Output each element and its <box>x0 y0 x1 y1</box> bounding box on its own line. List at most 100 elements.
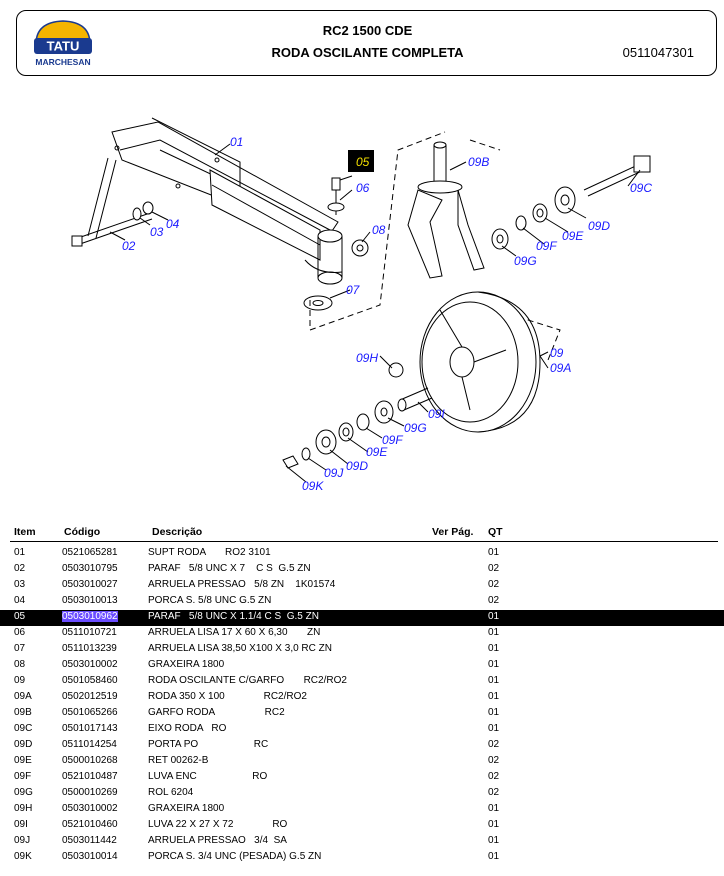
row-description: LUVA ENC RO <box>148 771 268 782</box>
row-qt: 02 <box>488 771 500 782</box>
col-desc-header: Descrição <box>152 526 203 538</box>
row-code: 0503010014 <box>62 851 118 862</box>
row-code: 0521065281 <box>62 547 118 558</box>
svg-text:MARCHESAN: MARCHESAN <box>35 57 90 67</box>
row-code: 0503010002 <box>62 659 118 670</box>
row-description: RODA OSCILANTE C/GARFO RC2/RO2 <box>148 675 347 686</box>
row-item: 09H <box>14 803 33 814</box>
row-description: GRAXEIRA 1800 <box>148 803 225 814</box>
row-qt: 02 <box>488 755 500 766</box>
row-item: 03 <box>14 579 26 590</box>
svg-text:02: 02 <box>122 239 136 253</box>
row-code: 0503011442 <box>62 835 117 846</box>
row-code: 0503010795 <box>62 563 118 574</box>
row-item: 07 <box>14 643 26 654</box>
row-code: 0503010013 <box>62 595 118 606</box>
row-description: ARRUELA PRESSAO 5/8 ZN 1K01574 <box>148 579 336 590</box>
row-qt: 01 <box>488 611 500 622</box>
row-code: 0511014254 <box>62 739 117 750</box>
row-qt: 01 <box>488 835 500 846</box>
row-description: GRAXEIRA 1800 <box>148 659 225 670</box>
row-description: SUPT RODA RO2 3101 <box>148 547 271 558</box>
row-code: 0511013239 <box>62 643 117 654</box>
table-row[interactable]: 09A 0502012519 RODA 350 X 100 RC2/RO2 01 <box>0 690 724 706</box>
row-item: 09E <box>14 755 32 766</box>
table-row[interactable]: 03 0503010027 ARRUELA PRESSAO 5/8 ZN 1K015… <box>0 578 724 594</box>
svg-text:09E: 09E <box>366 445 388 459</box>
svg-text:09K: 09K <box>302 479 324 493</box>
row-qt: 02 <box>488 787 500 798</box>
row-qt: 01 <box>488 547 500 558</box>
svg-text:09: 09 <box>550 346 564 360</box>
row-item: 08 <box>14 659 26 670</box>
svg-text:07: 07 <box>346 283 361 297</box>
row-code: 0521010487 <box>62 771 118 782</box>
row-item: 09J <box>14 835 31 846</box>
row-item: 04 <box>14 595 26 606</box>
svg-text:09F: 09F <box>382 433 403 447</box>
row-code: 0503010002 <box>62 803 118 814</box>
row-description: RODA 350 X 100 RC2/RO2 <box>148 691 307 702</box>
svg-text:09F: 09F <box>536 239 557 253</box>
doc-title: RC2 1500 CDE <box>322 23 413 38</box>
row-description: ARRUELA LISA 38,50 X100 X 3,0 RC ZN <box>148 643 332 654</box>
table-row[interactable]: 09H 0503010002 GRAXEIRA 1800 01 <box>0 802 724 818</box>
row-code: 0501058460 <box>62 675 118 686</box>
col-qt-header: QT <box>488 526 503 538</box>
table-row[interactable]: 02 0503010795 PARAF 5/8 UNC X 7 C S G.5 ZN… <box>0 562 724 578</box>
row-description: PARAF 5/8 UNC X 7 C S G.5 ZN <box>148 563 311 574</box>
row-code: 0503010027 <box>62 579 118 590</box>
row-item: 02 <box>14 563 26 574</box>
row-qt: 02 <box>488 739 500 750</box>
row-item: 09C <box>14 723 33 734</box>
tatu-marchesan-logo: TATU MARCHESAN <box>34 20 92 67</box>
svg-text:09A: 09A <box>550 361 571 375</box>
svg-text:01: 01 <box>230 135 243 149</box>
row-qt: 01 <box>488 723 500 734</box>
svg-text:09E: 09E <box>562 229 584 243</box>
row-item: 09B <box>14 707 32 718</box>
row-qt: 01 <box>488 691 500 702</box>
row-description: PORTA PO RC <box>148 739 269 750</box>
col-code-header: Código <box>64 526 101 538</box>
svg-text:TATU: TATU <box>47 39 80 54</box>
col-page-header: Ver Pág. <box>432 526 474 538</box>
svg-text:09I: 09I <box>428 407 445 421</box>
row-item: 09A <box>14 691 32 702</box>
table-row[interactable]: 07 0511013239 ARRUELA LISA 38,50 X100 X 3,… <box>0 642 724 658</box>
row-code: 0501017143 <box>62 723 118 734</box>
row-item: 09K <box>14 851 32 862</box>
row-description: PORCA S. 5/8 UNC G.5 ZN <box>148 595 272 606</box>
doc-subtitle: RODA OSCILANTE COMPLETA <box>271 45 464 60</box>
row-qt: 01 <box>488 643 500 654</box>
row-qt: 02 <box>488 579 500 590</box>
exploded-parts-diagram: 05 01 02 03 04 06 07 08 09 09A 09B 09C 0… <box>71 117 652 493</box>
row-qt: 01 <box>488 851 500 862</box>
row-description: ROL 6204 <box>148 787 194 798</box>
row-code: 0502012519 <box>62 691 118 702</box>
header-divider <box>10 541 718 542</box>
row-code: 0501065266 <box>62 707 118 718</box>
row-description: GARFO RODA RC2 <box>148 707 285 718</box>
row-item: 05 <box>14 611 26 622</box>
row-qt: 01 <box>488 803 500 814</box>
row-qt: 01 <box>488 627 500 638</box>
svg-text:09D: 09D <box>346 459 368 473</box>
doc-number: 0511047301 <box>622 45 694 60</box>
